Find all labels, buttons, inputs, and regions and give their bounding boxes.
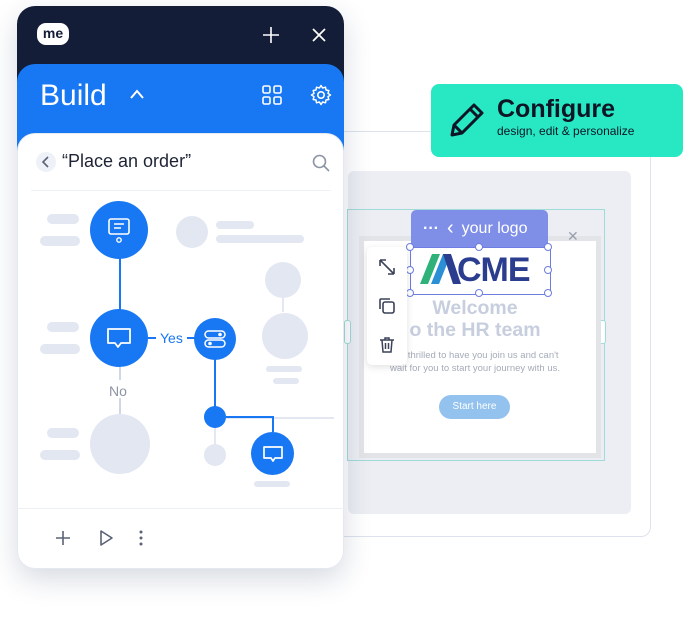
placeholder-bar xyxy=(266,366,302,372)
acme-logo-mark-icon xyxy=(420,254,461,284)
footer-divider xyxy=(17,508,344,509)
no-label: No xyxy=(109,383,127,399)
start-node[interactable] xyxy=(90,201,148,259)
header-divider xyxy=(31,190,331,191)
placeholder-bar xyxy=(47,322,79,332)
pencil-icon xyxy=(450,103,484,137)
logo-handle-br[interactable] xyxy=(544,289,552,297)
chat-bubble-icon xyxy=(262,445,283,462)
placeholder-bar xyxy=(216,221,254,229)
resize-icon[interactable] xyxy=(375,255,399,279)
placeholder-node xyxy=(204,444,226,466)
close-icon[interactable] xyxy=(311,27,327,43)
no-connector xyxy=(119,366,121,380)
toggle-condition-icon xyxy=(204,330,226,348)
start-here-button[interactable]: Start here xyxy=(439,395,510,419)
logo-handle-tc[interactable] xyxy=(475,243,483,251)
placeholder-bar xyxy=(40,450,80,460)
flow-connector xyxy=(214,358,216,410)
flow-title: “Place an order” xyxy=(62,151,192,171)
welcome-text: are thrilled to have you join us and can… xyxy=(389,350,561,374)
logo-handle-bc[interactable] xyxy=(475,289,483,297)
message-node-small[interactable] xyxy=(251,432,294,475)
logo-toolbar-label: your logo xyxy=(461,219,528,237)
placeholder-bar xyxy=(40,236,80,246)
placeholder-bar xyxy=(40,344,80,354)
back-chevron-icon[interactable]: ‹ xyxy=(446,217,454,239)
chevron-left-icon xyxy=(41,156,49,168)
logo-handle-tr[interactable] xyxy=(544,243,552,251)
chat-bubble-icon xyxy=(107,328,131,348)
condition-node[interactable] xyxy=(194,318,236,360)
configure-subtitle: design, edit & personalize xyxy=(497,124,635,138)
build-title: Build xyxy=(40,79,107,112)
placeholder-line xyxy=(214,426,216,444)
gear-icon[interactable] xyxy=(309,83,333,107)
logo-handle-bl[interactable] xyxy=(406,289,414,297)
grid-icon[interactable] xyxy=(261,84,283,106)
message-node[interactable] xyxy=(90,309,148,367)
acme-logo-text: CME xyxy=(457,251,531,289)
logo-toolbar: ··· ‹ your logo xyxy=(411,210,548,247)
flow-connector xyxy=(272,416,274,432)
placeholder-message-node xyxy=(262,313,308,359)
branch-dot[interactable] xyxy=(204,406,226,428)
trash-icon[interactable] xyxy=(375,333,399,357)
placeholder-message-node xyxy=(90,414,150,474)
logo-handle-tl[interactable] xyxy=(406,243,414,251)
configure-title: Configure xyxy=(497,95,616,123)
placeholder-line xyxy=(282,298,284,312)
play-icon[interactable] xyxy=(97,529,115,547)
welcome-title: Welcome o the HR team xyxy=(359,297,591,341)
no-connector xyxy=(119,398,121,414)
placeholder-node xyxy=(176,216,208,248)
placeholder-bar xyxy=(254,481,290,487)
flow-connector xyxy=(226,416,272,418)
placeholder-message-node xyxy=(265,262,301,298)
minimize-icon[interactable] xyxy=(261,25,281,45)
placeholder-bar xyxy=(47,214,79,224)
chevron-up-icon[interactable] xyxy=(129,88,145,100)
flow-connector xyxy=(187,337,196,339)
placeholder-line xyxy=(226,417,334,419)
yes-label: Yes xyxy=(160,330,183,346)
flow-connector xyxy=(119,258,121,310)
welcome-title-line2: o the HR team xyxy=(409,319,541,341)
more-vertical-icon[interactable] xyxy=(137,529,145,547)
me-logo: me xyxy=(37,23,69,45)
duplicate-icon[interactable] xyxy=(375,294,399,318)
flow-connector xyxy=(148,337,156,339)
screen-message-icon xyxy=(108,218,130,243)
logo-handle-mr[interactable] xyxy=(544,266,552,274)
search-icon[interactable] xyxy=(311,153,331,173)
back-button[interactable] xyxy=(36,152,56,172)
logo-handle-ml[interactable] xyxy=(406,266,414,274)
placeholder-bar xyxy=(216,235,304,243)
resize-handle-left[interactable] xyxy=(344,320,351,344)
placeholder-bar xyxy=(47,428,79,438)
card-close-icon[interactable]: ✕ xyxy=(567,228,579,244)
element-toolbar xyxy=(367,247,407,365)
placeholder-bar xyxy=(273,378,299,384)
more-options-icon[interactable]: ··· xyxy=(423,219,439,237)
add-icon[interactable] xyxy=(54,529,72,547)
welcome-title-line1: Welcome xyxy=(432,297,518,319)
